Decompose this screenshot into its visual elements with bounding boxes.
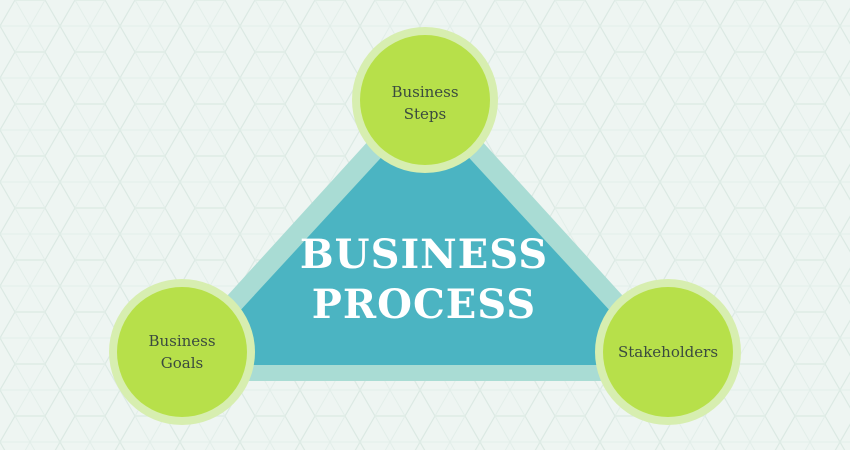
node-stakeholders: Stakeholders [595,279,741,425]
node-business-steps: Business Steps [352,27,498,173]
node-business-goals-label-line2: Goals [161,354,203,372]
node-stakeholders-circle [603,287,733,417]
node-business-steps-label-line2: Steps [404,105,446,123]
node-stakeholders-label: Stakeholders [618,343,718,361]
center-title-line1: BUSINESS [300,231,548,278]
node-business-steps-circle [360,35,490,165]
node-business-goals-circle [117,287,247,417]
node-business-goals-label-line1: Business [148,332,215,350]
node-business-steps-label-line1: Business [391,83,458,101]
center-triangle [190,110,660,365]
node-business-goals: Business Goals [109,279,255,425]
center-title-line2: PROCESS [312,281,536,328]
